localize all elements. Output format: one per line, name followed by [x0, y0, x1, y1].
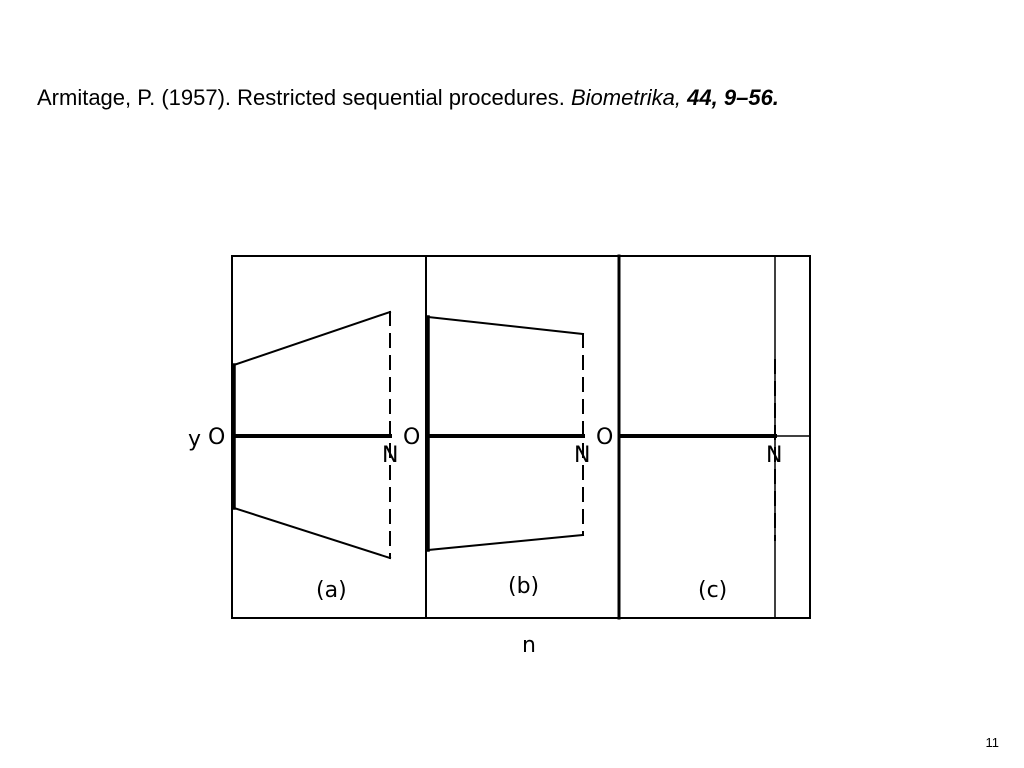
page-number: 11	[985, 735, 1000, 750]
panel-a-label: (a)	[316, 578, 347, 603]
citation-volume-pages: 44, 9–56.	[687, 85, 779, 110]
citation-authors-title: Armitage, P. (1957). Restricted sequenti…	[37, 85, 565, 110]
citation: Armitage, P. (1957). Restricted sequenti…	[37, 84, 779, 112]
origin-label-a: O	[208, 425, 225, 450]
end-label-b: N	[574, 443, 590, 468]
y-axis-label: y	[188, 427, 201, 452]
panel-b-lower-boundary	[426, 533, 585, 552]
x-axis-label: n	[522, 633, 536, 658]
end-label-c: N	[766, 443, 782, 468]
panel-b-upper-boundary	[426, 315, 585, 336]
panel-c-label: (c)	[698, 578, 727, 603]
citation-journal: Biometrika,	[571, 85, 682, 110]
panel-b-label: (b)	[508, 574, 539, 599]
panel-a-upper-boundary	[232, 310, 392, 367]
end-label-a: N	[382, 443, 398, 468]
panel-a-lower-boundary	[232, 506, 392, 560]
origin-label-c: O	[596, 425, 613, 450]
origin-label-b: O	[403, 425, 420, 450]
